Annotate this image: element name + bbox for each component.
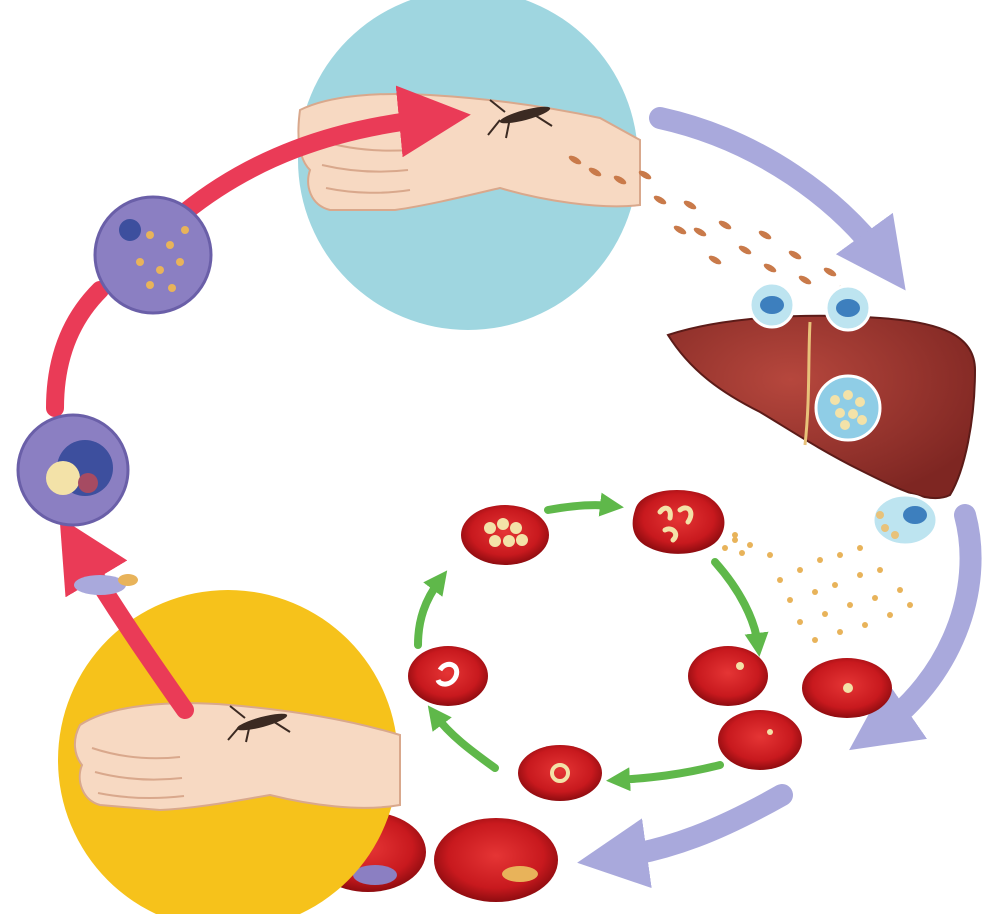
mosquito-bite-infection-stage: [298, 0, 640, 330]
red-blood-cell-ring-bottom: [518, 745, 602, 801]
mosquito-zygote-cell: [18, 415, 128, 525]
red-blood-cell-rupturing: [633, 490, 745, 556]
merozoites-scatter: [732, 532, 913, 643]
lavender-arrow-to-liver: [660, 118, 885, 262]
red-blood-cell-ring-right: [688, 646, 768, 706]
mosquito-bite-uptake-stage: [58, 590, 400, 914]
hepatocyte-infected: [816, 376, 880, 440]
lavender-arrow-right: [878, 515, 971, 730]
red-blood-cell-trophozoite: [408, 646, 488, 706]
erythrocytic-cycle: [408, 490, 802, 801]
red-blood-cell-invaded: [802, 658, 892, 718]
red-arrow-left-upper: [55, 290, 100, 408]
red-blood-cell-early-ring: [718, 710, 802, 770]
gametocyte-small-icon: [74, 574, 138, 595]
green-arrow-bottom-right: [618, 765, 720, 780]
liver-icon: [668, 283, 975, 498]
green-arrow-right: [715, 562, 758, 645]
green-arrow-top: [548, 505, 612, 510]
green-arrow-bottom-left: [435, 715, 495, 768]
red-blood-cell-schizont: [461, 505, 549, 565]
merozoite-release-cell: [873, 495, 937, 545]
red-blood-cell-gametocyte-2: [434, 818, 558, 902]
mosquito-oocyst-cell: [95, 197, 211, 313]
green-arrow-left: [418, 580, 440, 645]
lavender-arrow-bottom: [612, 795, 782, 858]
